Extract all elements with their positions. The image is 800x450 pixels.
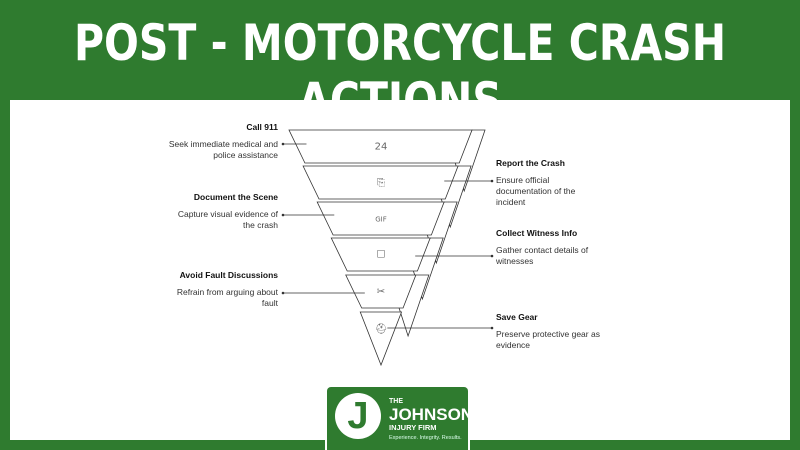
johnson-injury-firm-logo: J THE JOHNSON INJURY FIRM Experience. In… [325, 385, 474, 450]
funnel-layer-2 [302, 165, 459, 200]
funnel-layer-1 [288, 129, 473, 164]
contact-card-icon: ☐ [377, 250, 386, 261]
connector-dot [490, 179, 494, 183]
funnel-layer-3 [316, 201, 445, 236]
funnel-layer-5 [345, 274, 417, 309]
funnel-layer-4 [330, 237, 431, 272]
logo-j-mark: J [335, 393, 381, 439]
gif-camera-icon: GIF [375, 216, 387, 224]
report-document-icon: ⎘ [377, 178, 385, 189]
connector-dot [490, 254, 494, 258]
connector-dot [281, 142, 285, 146]
logo-tagline: Experience. Integrity. Results. [389, 435, 462, 441]
logo-sub: INJURY FIRM [389, 423, 437, 432]
helmet-icon: ⛑ [375, 323, 388, 335]
24-hour-phone-icon: 24 [375, 142, 388, 153]
funnel-layer-6 [359, 311, 403, 367]
scissors-icon: ✂ [377, 287, 385, 298]
logo-name: JOHNSON [389, 405, 474, 424]
connector-dot [281, 213, 285, 217]
connector-dot [281, 291, 285, 295]
logo-the: THE [389, 398, 403, 405]
connector-dot [490, 326, 494, 330]
